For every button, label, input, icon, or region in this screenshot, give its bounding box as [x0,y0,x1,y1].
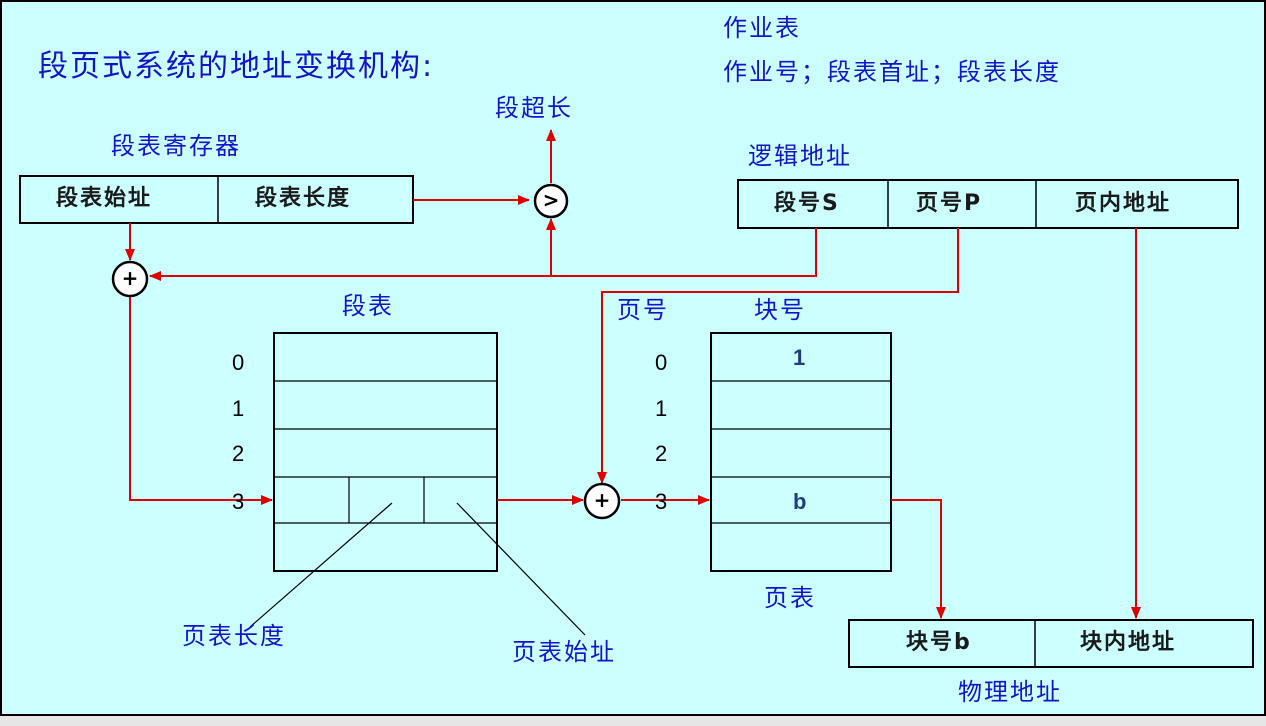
segment-table-length-cell: 段表长度 [255,186,352,211]
page-offset-cell: 页内地址 [1075,191,1172,216]
page-table [710,332,892,572]
block-number-column-label: 块号 [754,296,806,324]
bottom-strip [0,716,1266,726]
physical-address-box [848,619,1254,668]
physical-block-cell: 块号b [906,630,972,655]
job-table-heading: 作业表 [723,14,801,42]
page-table-start-callout: 页表始址 [512,638,616,666]
segment-table-start-cell: 段表始址 [56,186,153,211]
callout-line-length [249,502,393,628]
compare-operator-circle [533,183,569,219]
segment-register-label: 段表寄存器 [111,132,241,160]
page-row-1: 1 [655,396,668,421]
job-table-fields: 作业号；段表首址；段表长度 [723,58,1061,86]
adder-operator-1: + [121,266,139,290]
page-number-cell: 页号P [916,191,983,216]
segment-table-label: 段表 [342,292,394,320]
page-title: 段页式系统的地址变换机构: [38,49,435,84]
block-value-row-0: 1 [793,345,806,370]
page-row-3: 3 [655,489,668,514]
physical-offset-cell: 块内地址 [1080,630,1177,655]
segment-number-cell: 段号S [774,191,840,216]
adder-circle-1 [111,260,149,298]
segment-row-0: 0 [232,350,245,375]
arrow-page-number [597,228,959,484]
adder-circle-2 [583,482,621,520]
segment-table [273,332,498,572]
page-row-0: 0 [655,350,668,375]
compare-operator: > [542,188,560,212]
segment-row-3: 3 [232,489,245,514]
arrow-block-to-physical [891,499,946,619]
physical-address-label: 物理地址 [958,678,1062,706]
page-number-column-label: 页号 [617,296,669,324]
segment-overflow-label: 段超长 [495,94,573,122]
logical-address-box [737,179,1239,229]
page-table-label: 页表 [764,584,816,612]
logical-address-label: 逻辑地址 [748,142,852,170]
segment-row-1: 1 [232,396,245,421]
callout-line-start [456,502,586,636]
block-value-row-3: b [793,489,807,514]
arrow-segment-number [149,228,817,281]
segment-register-box [19,175,414,224]
page-table-length-callout: 页表长度 [182,622,286,650]
page-row-2: 2 [655,441,668,466]
segment-row-2: 2 [232,441,245,466]
adder-operator-2: + [593,488,611,512]
arrow-adder-to-segment-table [129,297,273,505]
